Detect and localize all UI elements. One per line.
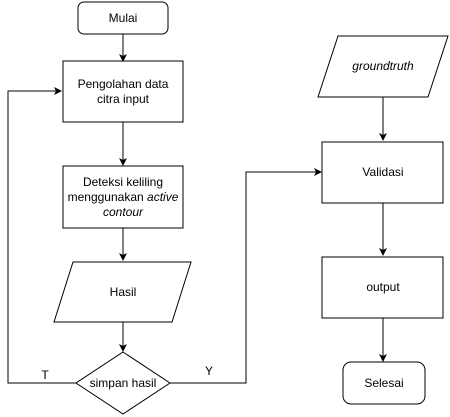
detect-label-line3: contour bbox=[103, 205, 144, 219]
edge-decision-no-loop bbox=[7, 87, 76, 384]
groundtruth-label: groundtruth bbox=[352, 59, 414, 73]
decision-shape bbox=[75, 351, 171, 415]
detect-label-line2-italic: active bbox=[147, 190, 179, 204]
validate-label: Validasi bbox=[362, 165, 403, 179]
result-shape bbox=[53, 261, 192, 323]
start-shape bbox=[77, 1, 169, 35]
result-label: Hasil bbox=[110, 285, 137, 299]
node-process-input: Pengolahan data citra input bbox=[62, 60, 184, 123]
node-end: Selesai bbox=[342, 361, 426, 405]
groundtruth-shape bbox=[317, 35, 449, 98]
node-result: Hasil bbox=[53, 261, 192, 323]
edge-decision-yes-to-validate bbox=[170, 168, 322, 384]
node-output: output bbox=[321, 256, 444, 319]
process-input-label-line1: Pengolahan data bbox=[78, 77, 169, 91]
process-input-label-line2: citra input bbox=[97, 92, 150, 106]
output-shape bbox=[321, 256, 444, 319]
decision-label: simpan hasil bbox=[90, 376, 157, 390]
edge-label-no: T bbox=[41, 368, 49, 382]
process-input-shape bbox=[62, 60, 184, 123]
detect-shape bbox=[62, 165, 184, 229]
detect-label-line1: Deteksi keliling bbox=[83, 175, 163, 189]
node-groundtruth: groundtruth bbox=[317, 35, 449, 98]
node-decision: simpan hasil bbox=[75, 351, 171, 415]
start-label: Mulai bbox=[109, 11, 138, 25]
edges bbox=[7, 34, 387, 384]
end-label: Selesai bbox=[364, 376, 403, 390]
detect-label-line2: menggunakan active bbox=[68, 190, 179, 204]
output-label: output bbox=[366, 280, 400, 294]
node-start: Mulai bbox=[77, 1, 169, 35]
edge-label-yes: Y bbox=[205, 364, 213, 378]
node-validate: Validasi bbox=[321, 141, 444, 204]
end-shape bbox=[342, 361, 426, 405]
validate-shape bbox=[321, 141, 444, 204]
node-detect: Deteksi keliling menggunakan active cont… bbox=[62, 165, 184, 229]
detect-label-line2-normal: menggunakan bbox=[68, 190, 147, 204]
